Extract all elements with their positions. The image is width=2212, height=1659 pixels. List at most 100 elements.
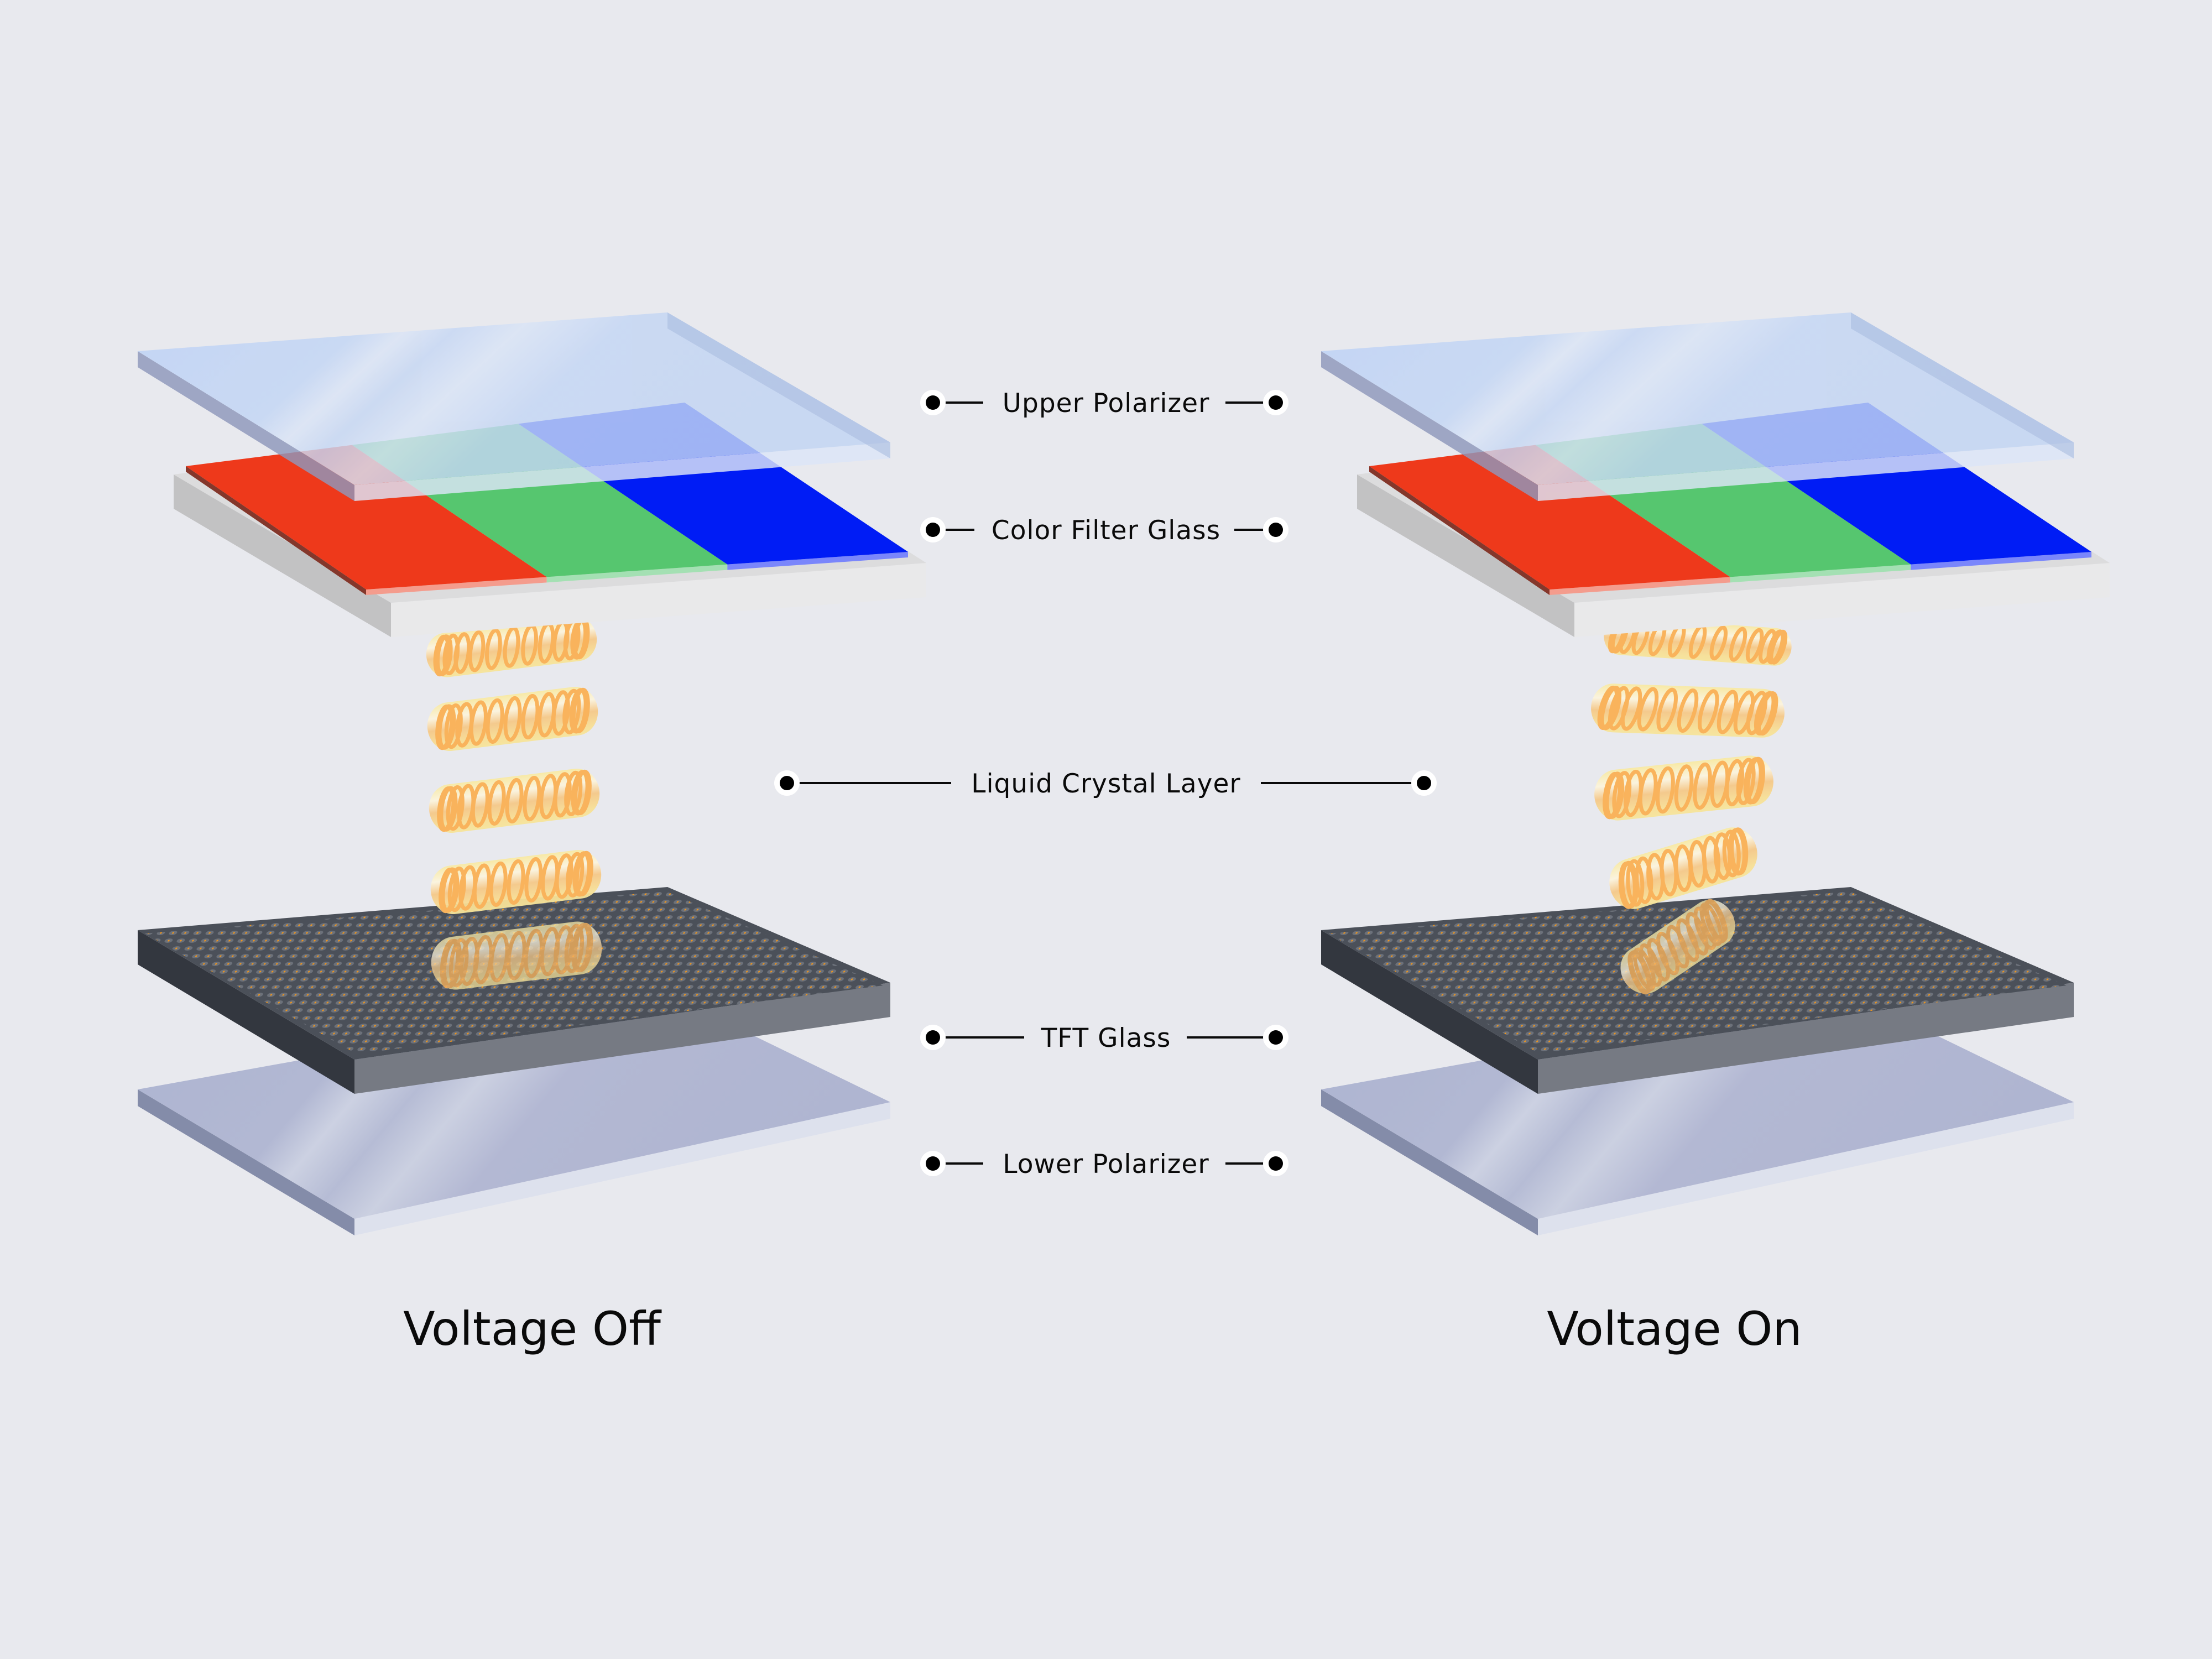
panel-voltage-off xyxy=(138,312,926,1235)
subpixel-edge xyxy=(1730,564,1911,583)
color-filter-glass-label: Color Filter Glass xyxy=(992,515,1220,546)
crystal-molecule-body xyxy=(1609,827,1757,909)
coil xyxy=(1600,686,1622,731)
tft-glass-front-face xyxy=(1538,983,2074,1094)
coil xyxy=(1605,771,1625,819)
coil xyxy=(507,931,526,980)
color-filter-glass-left-face xyxy=(1357,474,1574,637)
upper-polarizer-front-face xyxy=(354,442,890,501)
subpixel-edge xyxy=(366,577,547,595)
subpixel-edge xyxy=(546,564,728,583)
tft-glass xyxy=(1321,887,2074,1094)
upper-polarizer-back-edge xyxy=(1851,312,2074,458)
coil xyxy=(439,786,458,832)
crystal-molecule xyxy=(1604,617,1792,666)
coil xyxy=(1620,686,1642,731)
crystal-molecule xyxy=(430,849,602,915)
coil xyxy=(1635,856,1653,904)
lower-polarizer-top-face xyxy=(1321,994,2074,1219)
coil xyxy=(1769,629,1788,665)
coil xyxy=(484,628,502,670)
coil xyxy=(1730,827,1749,875)
coil xyxy=(472,863,491,909)
label-upper-polarizer: Upper Polarizer xyxy=(920,388,1288,419)
coil xyxy=(1632,947,1656,992)
coil xyxy=(573,769,592,815)
tft-glass-left-face xyxy=(1321,930,1538,1094)
upper-polarizer-top-face xyxy=(138,312,890,485)
coil xyxy=(566,852,585,898)
coil xyxy=(437,704,456,750)
coil xyxy=(448,938,469,988)
coil xyxy=(1746,691,1768,735)
liquid-crystal-layer xyxy=(426,617,602,990)
coil xyxy=(1725,759,1745,807)
coil xyxy=(435,634,453,676)
crystal-molecule xyxy=(427,686,598,752)
coil xyxy=(575,851,593,896)
label-liquid-crystal-layer: Liquid Crystal Layer xyxy=(774,769,1437,799)
upper-polarizer-top-face xyxy=(1321,312,2074,485)
coil xyxy=(521,693,540,740)
coil xyxy=(444,703,463,749)
coil xyxy=(441,867,460,913)
caption-voltage-on: Voltage On xyxy=(1547,1302,1802,1356)
coil xyxy=(468,630,486,672)
coil xyxy=(1702,836,1720,884)
upper-polarizer xyxy=(1321,312,2074,501)
lower-polarizer xyxy=(138,994,890,1235)
coil xyxy=(1709,625,1728,661)
label-tft-glass: TFT Glass xyxy=(920,1023,1288,1053)
crystal-molecule xyxy=(431,921,602,990)
coil xyxy=(471,782,489,828)
crystal-molecule xyxy=(429,768,600,833)
lower-polarizer-front-face xyxy=(1538,1102,2074,1235)
liquid-crystal-layer-label: Liquid Crystal Layer xyxy=(971,769,1240,799)
coil xyxy=(1674,764,1694,812)
panel-voltage-on xyxy=(1321,312,2110,1235)
coil xyxy=(486,698,504,744)
coil xyxy=(1676,918,1699,962)
liquid-crystal-layer xyxy=(1591,617,1792,995)
coil xyxy=(1639,943,1662,987)
subpixel-red xyxy=(186,445,547,589)
coil xyxy=(446,785,465,831)
coil xyxy=(564,770,583,816)
crystal-molecule xyxy=(1609,827,1757,909)
coil xyxy=(1745,628,1764,663)
coil xyxy=(1637,687,1659,732)
upper-polarizer xyxy=(138,312,890,501)
crystal-molecule xyxy=(1594,755,1773,821)
coil xyxy=(505,778,524,824)
coil xyxy=(551,690,570,736)
lower-polarizer-left-face xyxy=(1321,1089,1538,1235)
lower-polarizer-front-face xyxy=(354,1102,890,1235)
coil xyxy=(1686,912,1709,956)
coil xyxy=(447,867,466,912)
label-lower-polarizer: Lower Polarizer xyxy=(920,1149,1288,1180)
subpixel-edge xyxy=(727,552,908,570)
coil xyxy=(442,938,462,988)
lower-polarizer-top-face xyxy=(138,994,890,1219)
subpixel-side xyxy=(1369,466,1550,595)
coil xyxy=(1756,691,1778,736)
color-filter-glass-left-face xyxy=(174,474,391,637)
coil xyxy=(1717,690,1739,734)
crystal-molecule xyxy=(1591,684,1785,738)
coil xyxy=(1638,768,1658,816)
coil xyxy=(1626,859,1645,907)
coil xyxy=(1656,687,1678,732)
coil xyxy=(489,861,508,907)
coil xyxy=(573,922,593,972)
tft-glass-label: TFT Glass xyxy=(1041,1023,1171,1053)
coil xyxy=(1693,762,1712,810)
coil xyxy=(1736,758,1756,805)
coil xyxy=(524,857,543,903)
crystal-molecule xyxy=(1620,899,1735,995)
coil xyxy=(562,688,581,734)
coil xyxy=(1647,938,1670,982)
subpixel-edge xyxy=(1550,577,1730,595)
coil xyxy=(487,780,506,826)
crystal-molecule xyxy=(426,617,597,677)
coil xyxy=(507,859,525,905)
